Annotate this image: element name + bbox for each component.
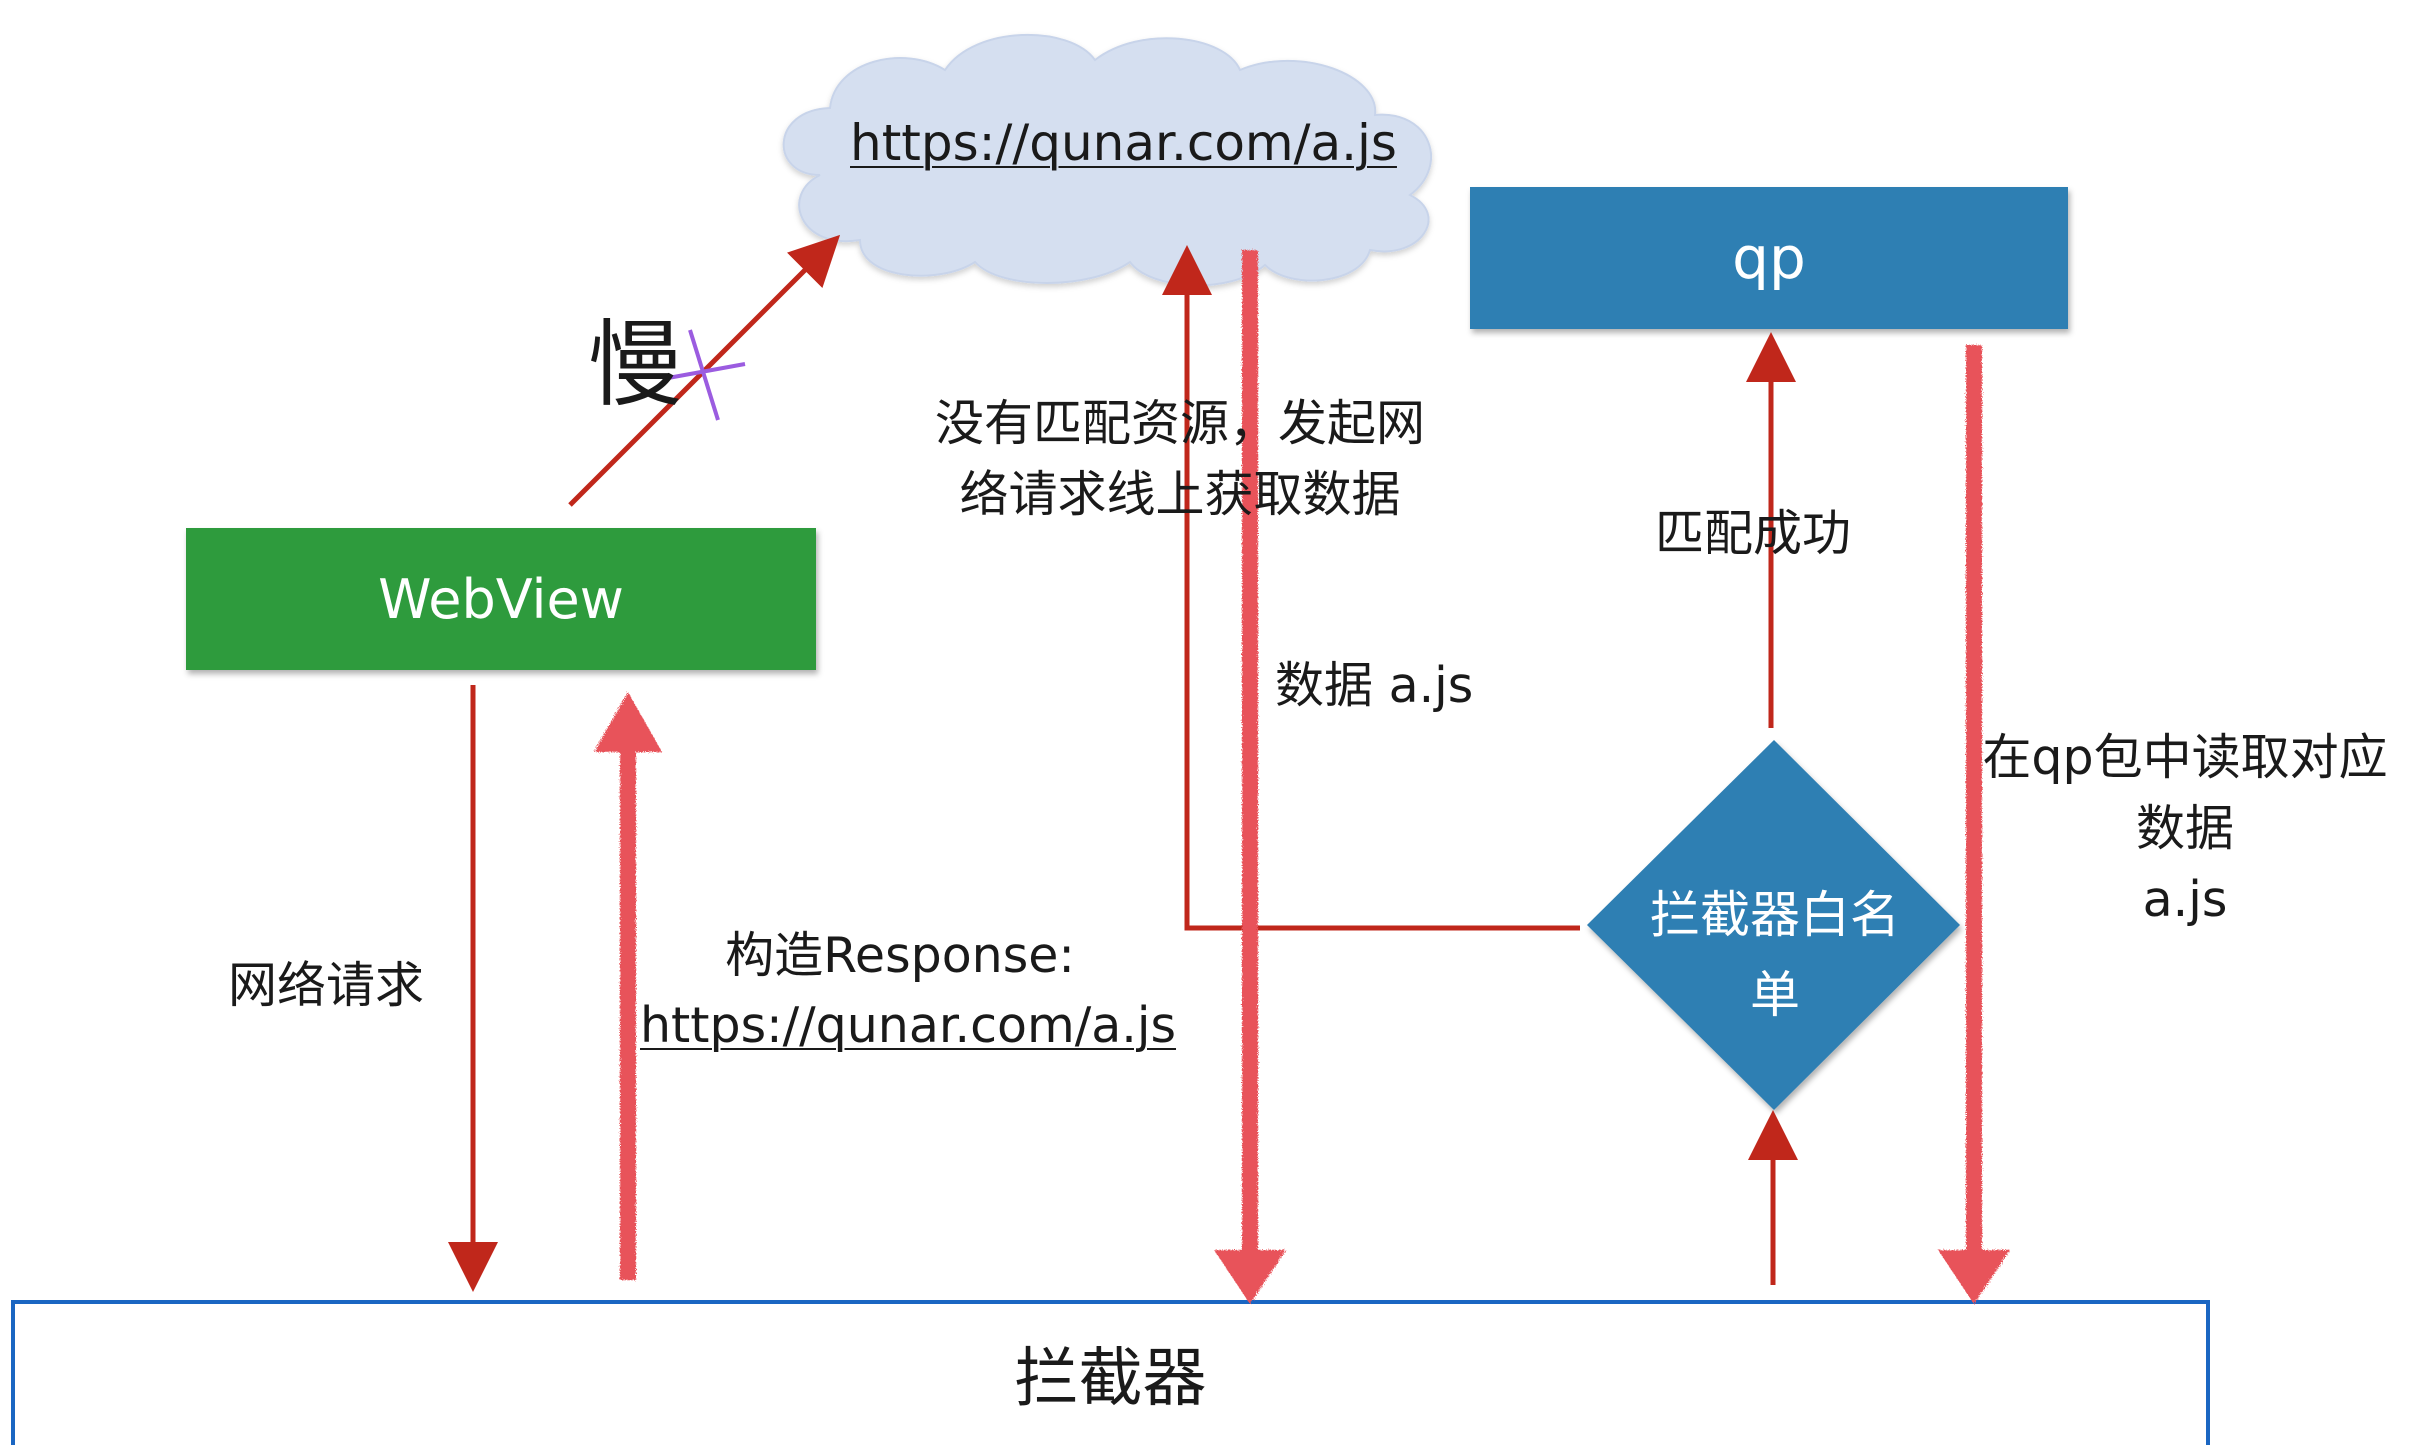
cloud-shape [782,34,1432,287]
read-qp-fat-arrow [1938,345,2010,1304]
qp-box-label: qp [1732,224,1806,292]
slow-label: 慢 [588,311,683,420]
data-ajs-fat-arrow [1214,250,1286,1304]
whitelist-diamond-label: 拦截器白名 单 [1650,886,1900,1024]
no-match-arrow [1162,245,1580,931]
interceptor-box-label: 拦截器 [1014,1342,1207,1416]
strike-mark-icon [667,329,746,421]
network-request-label: 网络请求 [228,957,425,1014]
data-ajs-label: 数据 a.js [1275,657,1474,714]
match-success-label: 匹配成功 [1655,505,1852,562]
response-url-text[interactable]: https://qunar.com/a.js [640,997,1177,1054]
interceptor-box-shape [11,1300,2210,1445]
qp-box-shape [1470,187,2068,329]
construct-response-label: 构造Response: [725,927,1075,984]
read-qp-label: 在qp包中读取对应 数据 a.js [1982,729,2388,929]
no-match-fetch-label: 没有匹配资源，发起网 络请求线上获取数据 [934,395,1425,524]
whitelist-diamond-shape [1587,740,1960,1110]
webview-box-shape [186,528,816,670]
webview-box-label: WebView [378,567,624,631]
cloud-url-text[interactable]: https://qunar.com/a.js [850,114,1397,172]
construct-response-fat-arrow [594,692,662,1280]
